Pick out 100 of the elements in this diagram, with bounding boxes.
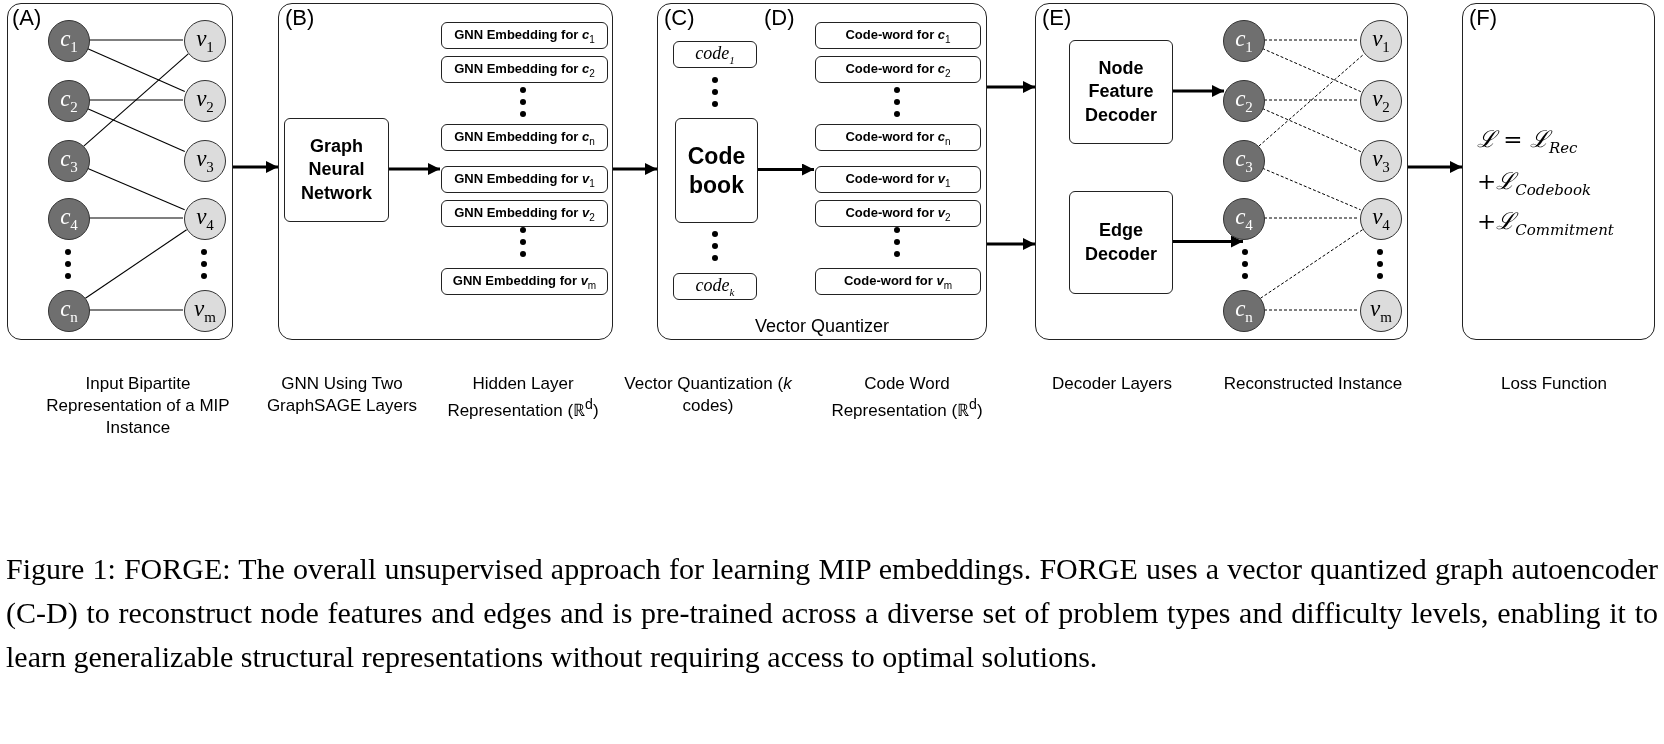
connector-line <box>86 107 186 153</box>
process-box <box>675 118 758 223</box>
panel-label: (A) <box>12 5 42 31</box>
graph-node-circle <box>184 198 226 240</box>
node-label: v$_{3}$ <box>196 146 214 176</box>
node-label: c$_{4}$ <box>1235 204 1253 234</box>
column-caption: Decoder Layers <box>1051 373 1173 395</box>
column-caption: Code Word Representation (ℝ$^{d}$) <box>830 373 984 422</box>
node-label: v$_{1}$ <box>1372 26 1390 56</box>
connector-line <box>86 167 186 211</box>
panel <box>278 3 613 340</box>
node-label: v$_{4}$ <box>1372 204 1390 234</box>
graph-node-circle <box>1360 80 1402 122</box>
node-label: v$_{2}$ <box>196 86 214 116</box>
code-box <box>673 41 757 68</box>
embedding-box <box>815 56 981 83</box>
embedding-box <box>441 22 608 49</box>
graph-node-circle <box>1223 20 1265 62</box>
process-box <box>1069 191 1173 294</box>
graph-node-circle <box>1223 80 1265 122</box>
graph-node-circle <box>1360 20 1402 62</box>
node-label: c$_{2}$ <box>1235 86 1253 116</box>
node-label: c$_{1}$ <box>1235 26 1253 56</box>
node-label: Edge Decoder <box>1084 219 1158 266</box>
graph-node-circle <box>1360 140 1402 182</box>
process-box <box>284 118 389 222</box>
node-label: c$_{n}$ <box>60 296 78 326</box>
connector-line <box>88 99 184 101</box>
arrow <box>388 163 440 175</box>
panel <box>1035 3 1408 340</box>
code-box <box>673 273 757 300</box>
panel-label: (F) <box>1469 5 1498 31</box>
column-caption: Loss Function <box>1500 373 1608 395</box>
node-label: c$_{4}$ <box>60 204 78 234</box>
node-label: code$_{1}$ <box>695 43 735 66</box>
graph-node-circle <box>184 140 226 182</box>
connector-line <box>1261 47 1362 93</box>
graph-node-circle <box>1360 290 1402 332</box>
graph-node-circle <box>48 80 90 122</box>
connector-line <box>86 47 186 93</box>
embedding-box <box>441 56 608 83</box>
connector-line <box>1263 39 1360 41</box>
connector-line <box>1259 229 1364 299</box>
node-label: Code-word for c$_{1}$ <box>845 26 951 45</box>
node-label: c$_{3}$ <box>1235 146 1253 176</box>
panel-label: (E) <box>1042 5 1072 31</box>
connector-line <box>1261 107 1362 153</box>
node-label: c$_{1}$ <box>60 26 78 56</box>
node-label: GNN Embedding for v$_{1}$ <box>454 170 595 189</box>
graph-node-circle <box>48 140 90 182</box>
node-label: v$_{m}$ <box>194 296 216 326</box>
node-label: c$_{n}$ <box>1235 296 1253 326</box>
node-label: GNN Embedding for c$_{2}$ <box>454 60 595 79</box>
arrow <box>1172 235 1243 248</box>
node-label: v$_{4}$ <box>196 204 214 234</box>
node-label: c$_{3}$ <box>60 146 78 176</box>
arrow <box>987 238 1035 250</box>
column-caption: Vector Quantization (k codes) <box>623 373 793 418</box>
graph-node-circle <box>1223 290 1265 332</box>
connector-line <box>88 217 184 219</box>
column-caption: Hidden Layer Representation (ℝ$^{d}$) <box>446 373 600 422</box>
column-caption: Reconstructed Instance <box>1222 373 1404 395</box>
panel-label: (D) <box>764 5 795 31</box>
node-label: GNN Embedding for v$_{2}$ <box>454 204 595 223</box>
embedding-box <box>815 166 981 193</box>
embedding-box <box>815 124 981 151</box>
node-label: v$_{1}$ <box>196 26 214 56</box>
node-label: code$_{k}$ <box>695 275 735 298</box>
connector-line <box>1263 217 1360 219</box>
arrow <box>987 81 1035 93</box>
embedding-box <box>441 200 608 227</box>
formula-text: ℒ = ℒ$_{Rec}$ <box>1477 125 1578 157</box>
node-label: GNN Embedding for c$_{n}$ <box>454 128 595 147</box>
graph-node-circle <box>184 290 226 332</box>
arrow <box>613 163 657 175</box>
graph-node-circle <box>1223 140 1265 182</box>
connector-line <box>1263 309 1360 311</box>
node-label: GNN Embedding for c$_{1}$ <box>454 26 595 45</box>
figure-caption: Figure 1: FORGE: The overall unsupervised approach for learning MIP embeddings. FORGE uses a vector quantized graph autoencoder (C-D) to reconstruct node features and edges and is pre-trained across a diverse set of problem types and difficulty levels, enabling it to learn generalizable structural representations without requiring access to optimal solutions. <box>6 551 1658 675</box>
arrow <box>1408 161 1462 173</box>
node-label: v$_{3}$ <box>1372 146 1390 176</box>
embedding-box <box>441 166 608 193</box>
panel-caption: Vector Quantizer <box>753 316 891 337</box>
embedding-box <box>441 268 608 295</box>
connector-line <box>88 39 184 41</box>
node-label: v$_{m}$ <box>1370 296 1392 326</box>
formula-text: +ℒ$_{Commitment}$ <box>1477 207 1614 239</box>
connector-line <box>1263 99 1360 101</box>
graph-node-circle <box>48 20 90 62</box>
node-label: Code-word for v$_{1}$ <box>845 170 951 189</box>
node-label: Code-word for c$_{n}$ <box>845 128 951 147</box>
node-label: Code book <box>686 141 747 200</box>
graph-node-circle <box>1223 198 1265 240</box>
panel <box>7 3 233 340</box>
graph-node-circle <box>48 290 90 332</box>
graph-node-circle <box>184 20 226 62</box>
panel-label: (C) <box>664 5 695 31</box>
node-label: Node Feature Decoder <box>1084 56 1158 127</box>
graph-node-circle <box>48 198 90 240</box>
connector-line <box>83 53 189 147</box>
